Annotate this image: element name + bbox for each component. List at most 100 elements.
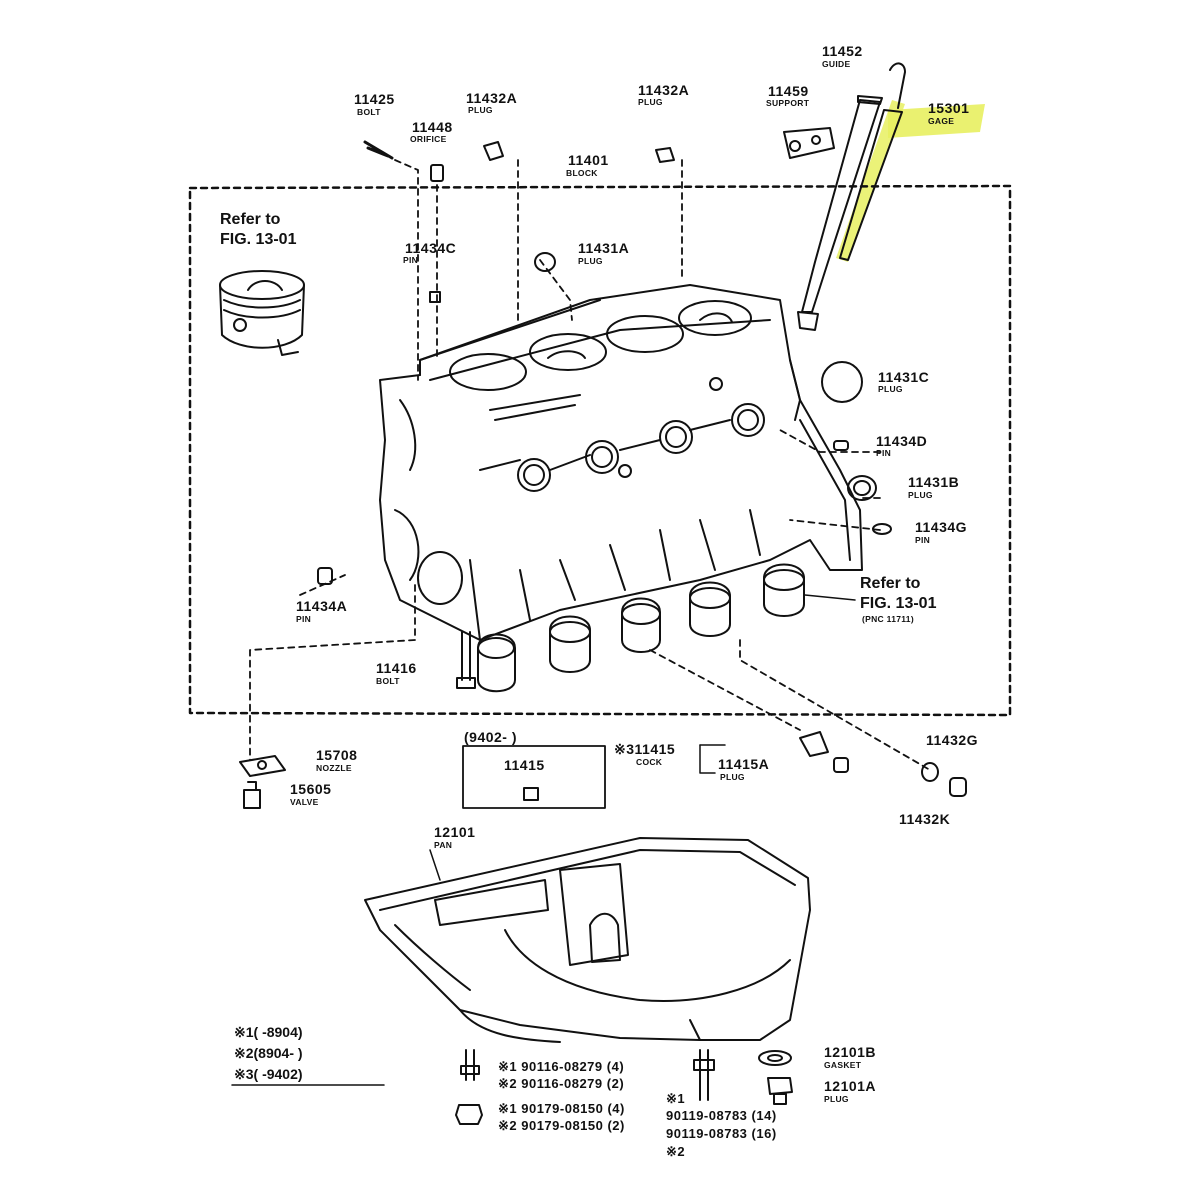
label-11425-name: BOLT (357, 107, 381, 117)
bolt-90116 (460, 1049, 480, 1081)
bolt-90116-line2: ※2 90116-08279 (2) (498, 1076, 625, 1091)
label-12101B: 12101B (824, 1044, 877, 1060)
label-11415-box: 11415 (504, 757, 545, 773)
label-12101B-name: GASKET (824, 1060, 862, 1070)
gasket-12101B (758, 1050, 792, 1066)
label-11448: 11448 (412, 119, 453, 135)
label-11434D-name: PIN (876, 448, 892, 458)
label-11415A-name: PLUG (720, 772, 745, 782)
label-15708-name: NOZZLE (316, 763, 352, 773)
label-11434C-name: PIN (403, 255, 419, 265)
plug-11431B (847, 475, 877, 501)
label-11432A-left-name: PLUG (468, 105, 493, 115)
oil-pan (364, 837, 811, 1043)
label-11415A: 11415A (718, 756, 770, 772)
label-11431C: 11431C (878, 369, 930, 385)
engine-block (379, 284, 863, 641)
bolt-90119-line2: 90119-08783 (16) (666, 1126, 777, 1141)
box-11415-nut (523, 787, 539, 801)
refer-top-left-line2: FIG. 13-01 (220, 231, 297, 248)
label-11432A-right-name: PLUG (638, 97, 663, 107)
plug-11432A-right (655, 147, 675, 163)
label-11431B-name: PLUG (908, 490, 933, 500)
plug-11431C (821, 361, 863, 403)
footnote-2: ※2(8904- ) (234, 1045, 303, 1061)
nozzle-15708 (239, 755, 286, 777)
refer-right-line3: (PNC 11711) (862, 614, 914, 624)
label-11431C-name: PLUG (878, 384, 903, 394)
bolt-90119-note2: ※2 (666, 1144, 686, 1159)
label-12101: 12101 (434, 824, 476, 840)
label-11434G: 11434G (915, 519, 968, 535)
highlight-dipstick (836, 100, 905, 262)
label-11401: 11401 (568, 152, 609, 168)
label-11434D: 11434D (876, 433, 928, 449)
label-11434A-name: PIN (296, 614, 312, 624)
label-11415-name: COCK (636, 757, 663, 767)
nut-90179 (455, 1104, 483, 1125)
solid-leaders (429, 594, 856, 881)
support-bracket (783, 127, 835, 159)
bolt-90119-note1: ※1 (666, 1091, 686, 1106)
bolt-90179-line2: ※2 90179-08150 (2) (498, 1118, 625, 1133)
label-11432G: 11432G (926, 732, 979, 748)
cock-11415 (799, 731, 829, 757)
label-11459-name: SUPPORT (766, 98, 810, 108)
label-11425: 11425 (354, 91, 395, 107)
leader-lines (249, 159, 931, 771)
guide-tube (797, 95, 883, 331)
stud-90119 (693, 1049, 715, 1101)
block-boundary (188, 184, 1012, 717)
label-11431A: 11431A (578, 240, 630, 256)
bolt-90179-line1: ※1 90179-08150 (4) (498, 1101, 625, 1116)
label-11416: 11416 (376, 660, 417, 676)
drain-plug-12101A (767, 1077, 793, 1105)
label-11401-name: BLOCK (566, 168, 598, 178)
dipstick-gage (839, 62, 906, 261)
label-11432K: 11432K (899, 811, 951, 827)
label-11415-range: (9402- ) (464, 729, 518, 745)
label-11452: 11452 (822, 43, 863, 59)
label-11432A-left: 11432A (466, 90, 518, 106)
pin-11434G (872, 523, 892, 535)
footnote-1: ※1( -8904) (234, 1024, 303, 1040)
label-11431B: 11431B (908, 474, 960, 490)
label-15708: 15708 (316, 747, 358, 763)
label-15301-name: GAGE (928, 116, 955, 126)
bolt-90119-line1: 90119-08783 (14) (666, 1108, 777, 1123)
label-11434C: 11434C (405, 240, 457, 256)
label-11452-name: GUIDE (822, 59, 851, 69)
label-11434G-name: PIN (915, 535, 931, 545)
refer-right-line2: FIG. 13-01 (860, 595, 937, 612)
box-11415 (462, 745, 606, 809)
label-11459: 11459 (768, 83, 809, 99)
bolt-90116-line1: ※1 90116-08279 (4) (498, 1059, 625, 1074)
orifice-11448 (430, 164, 444, 182)
refer-top-left-line1: Refer to (220, 211, 281, 228)
label-11431A-name: PLUG (578, 256, 603, 266)
footnote-3: ※3( -9402) (234, 1066, 303, 1082)
pin-11434C (429, 291, 441, 303)
label-15605: 15605 (290, 781, 332, 797)
plug-11432A-left (483, 141, 504, 161)
gasket-11432K (921, 762, 939, 782)
bolt-11416 (456, 631, 476, 689)
pin-11434D (833, 440, 849, 451)
plug-11432G (949, 777, 967, 797)
label-11415: ※311415 (614, 741, 676, 757)
label-15301: 15301 (928, 100, 970, 116)
highlight-15301 (888, 104, 985, 138)
label-11434A: 11434A (296, 598, 348, 614)
plug-11415A (833, 757, 849, 773)
piston-drawing (219, 270, 305, 356)
label-15605-name: VALVE (290, 797, 319, 807)
pin-11434A (317, 567, 333, 585)
label-12101A-name: PLUG (824, 1094, 849, 1104)
main-bearings (477, 563, 805, 693)
label-12101A: 12101A (824, 1078, 877, 1094)
label-11416-name: BOLT (376, 676, 400, 686)
label-11432A-right: 11432A (638, 82, 690, 98)
valve-15605 (243, 781, 261, 809)
